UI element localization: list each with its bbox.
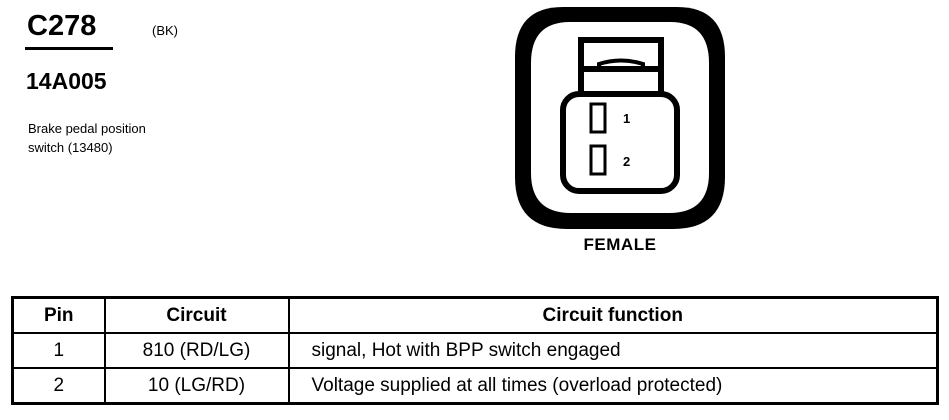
pinout-table: Pin Circuit Circuit function 1 810 (RD/L… <box>11 296 939 405</box>
table-row: 1 810 (RD/LG) signal, Hot with BPP switc… <box>11 332 939 369</box>
circuit-function-cell: Voltage supplied at all times (overload … <box>287 367 939 405</box>
circuit-cell: 10 (LG/RD) <box>103 367 290 405</box>
pin-2-terminal <box>589 144 607 176</box>
latch-tab <box>597 58 645 69</box>
connector-face-diagram: 1 2 <box>515 7 725 229</box>
pin-cell: 2 <box>11 367 106 405</box>
pin-1-terminal <box>589 102 607 134</box>
connector-id: C278 <box>27 10 97 42</box>
circuit-function-cell: signal, Hot with BPP switch engaged <box>287 332 939 369</box>
header-circuit-function: Circuit function <box>287 296 939 334</box>
header-circuit: Circuit <box>103 296 290 334</box>
connector-color-code: (BK) <box>152 23 178 38</box>
connector-pin-body <box>560 91 680 194</box>
pin-cell: 1 <box>11 332 106 369</box>
connector-description: Brake pedal position switch (13480) <box>28 121 146 155</box>
circuit-cell: 810 (RD/LG) <box>103 332 290 369</box>
pin-1-label: 1 <box>623 111 630 126</box>
header-pin: Pin <box>11 296 106 334</box>
pin-2-label: 2 <box>623 154 630 169</box>
table-header-row: Pin Circuit Circuit function <box>11 296 939 334</box>
connector-gender-label: FEMALE <box>583 235 657 254</box>
table-row: 2 10 (LG/RD) Voltage supplied at all tim… <box>11 367 939 405</box>
part-number: 14A005 <box>26 68 107 94</box>
connector-id-underline <box>25 47 113 50</box>
